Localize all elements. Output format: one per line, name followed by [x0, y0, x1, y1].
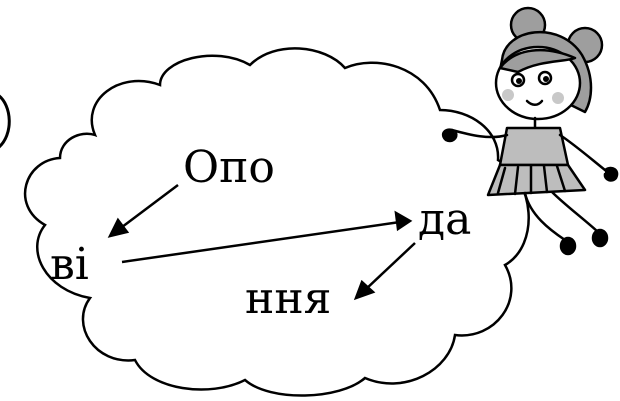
cheek-left — [502, 89, 514, 101]
arrow-opo-to-vi — [117, 184, 179, 231]
bangs — [498, 48, 577, 74]
syllable-opo: Опо — [183, 142, 275, 193]
hand-right — [603, 166, 619, 182]
arm-right — [558, 133, 607, 172]
syllable-da: да — [418, 194, 472, 245]
arrow-vi-to-da — [121, 220, 401, 264]
shoe-right — [591, 228, 609, 248]
cloud-outline — [23, 47, 530, 397]
dress-top — [498, 126, 570, 167]
arm-left — [450, 128, 509, 139]
edge-bracket — [0, 94, 11, 149]
mouth — [525, 99, 544, 106]
shoe-left — [559, 236, 577, 256]
girl-illustration — [441, 6, 619, 256]
arrows — [107, 184, 416, 301]
hand-left — [441, 128, 458, 143]
arrow-da-to-nnya — [364, 242, 416, 291]
arrowhead-vi — [107, 217, 130, 238]
arrowhead-da — [394, 210, 413, 232]
syllable-vi: ві — [50, 239, 89, 290]
leg-left — [523, 191, 567, 242]
arrowhead-nnya — [353, 279, 376, 301]
cheek-right — [552, 92, 564, 104]
syllable-nnya: ння — [245, 273, 332, 324]
leg-right — [550, 190, 600, 234]
skirt — [486, 163, 587, 197]
